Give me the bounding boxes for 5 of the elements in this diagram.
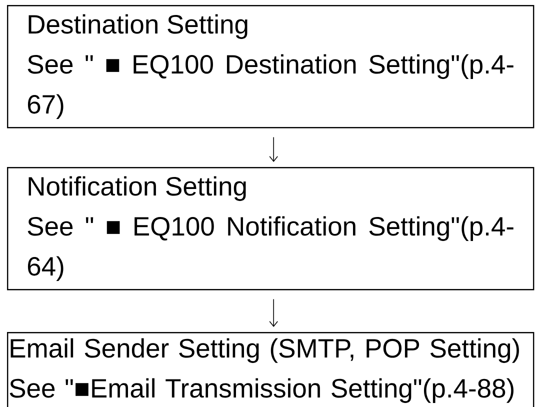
process-box: Notification Setting See " ■ EQ100 Notification Setting"(p.4-64) xyxy=(7,167,534,290)
process-box: Destination Setting See " ■ EQ100 Destination Setting"(p.4-67) xyxy=(7,5,534,128)
arrow xyxy=(269,136,278,162)
arrow xyxy=(269,298,278,327)
process-box: Email Sender Setting (SMTP, POP Setting) See "■Email Transmission Setting"(p.4-88) xyxy=(7,332,534,407)
